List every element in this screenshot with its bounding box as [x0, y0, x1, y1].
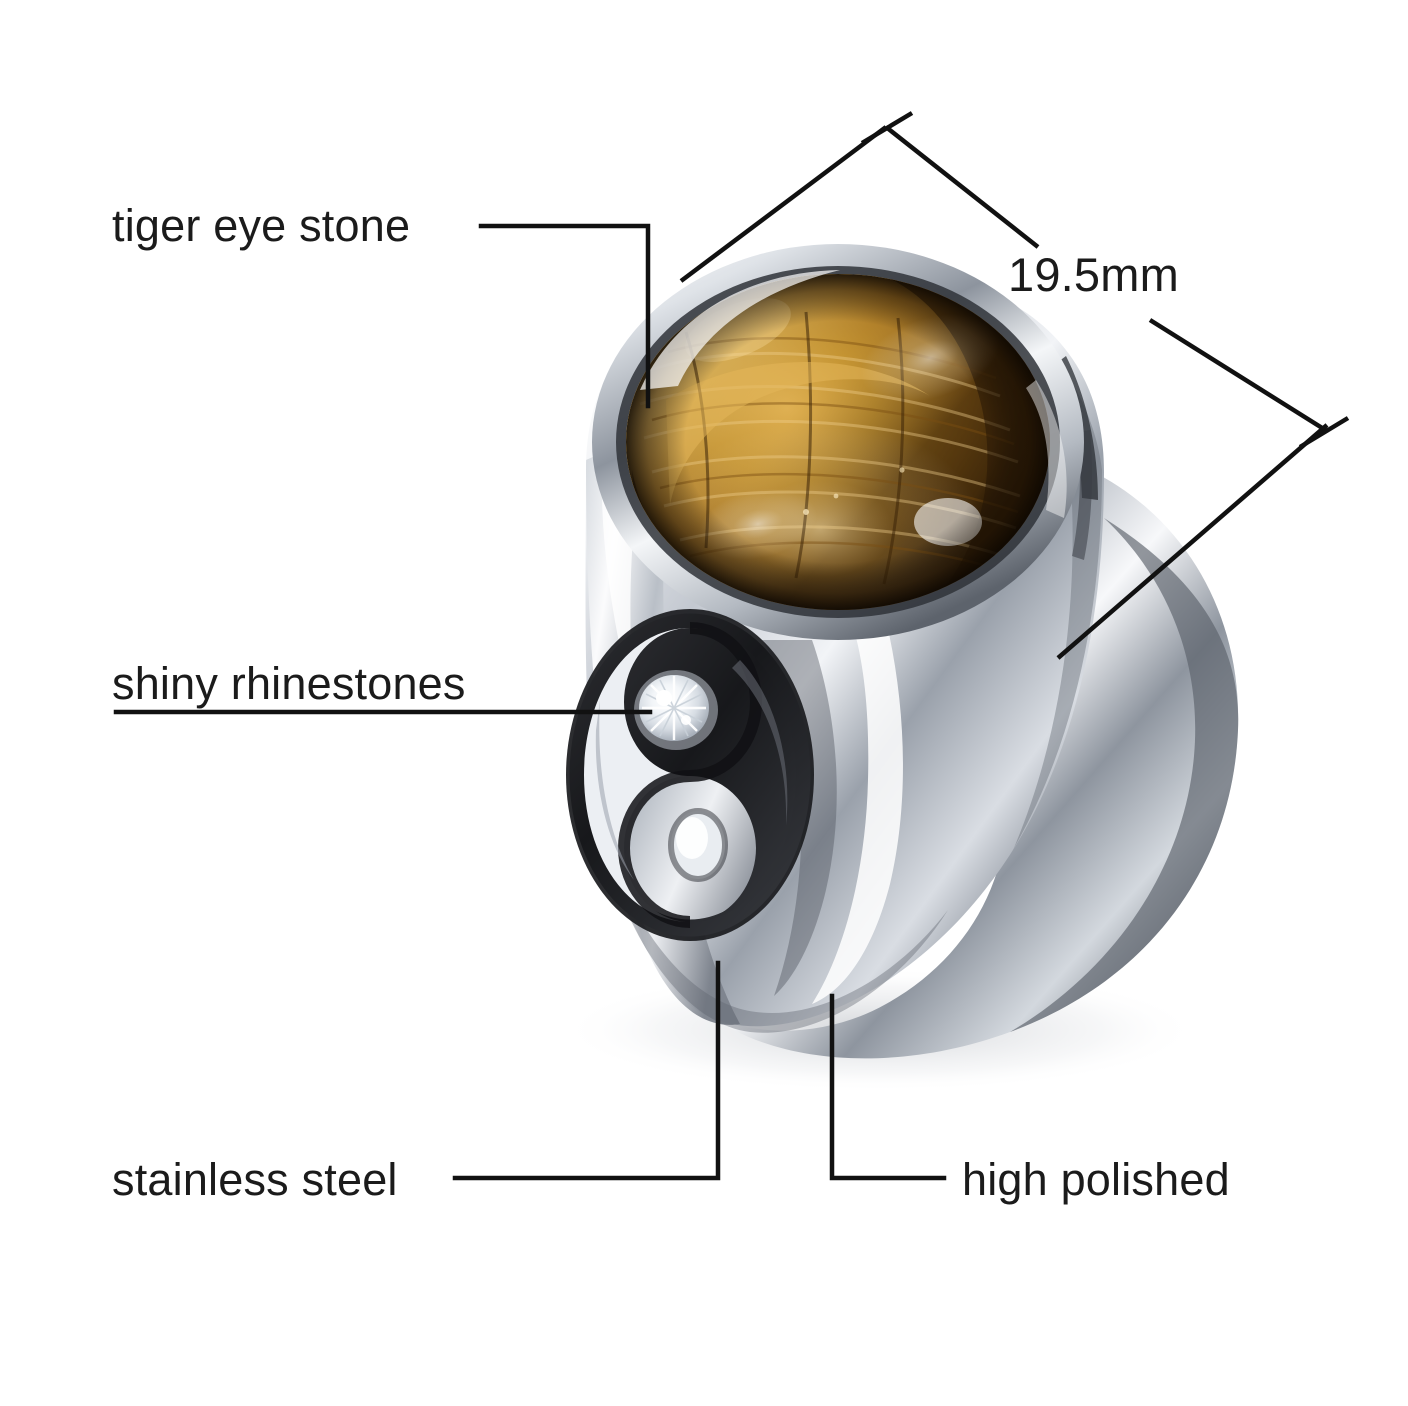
dimension-line-upper	[884, 125, 1040, 249]
dimension-line-lower	[1148, 318, 1329, 433]
leader-lines	[113, 223, 947, 1181]
callout-label-high-polished: high polished	[962, 1154, 1230, 1205]
callout-label-stainless-steel: stainless steel	[112, 1154, 398, 1205]
yin-yang-emblem	[566, 609, 814, 941]
dimension-tick-apex	[860, 111, 914, 145]
leader-polished	[829, 993, 947, 1181]
leader-tiger-eye	[478, 223, 651, 409]
leader-stainless	[452, 960, 721, 1181]
dimension-extension-upper	[679, 125, 888, 283]
dimension-tick-vertex	[1298, 416, 1350, 449]
gemstone-cabochon	[626, 270, 1067, 610]
dimension-extension-lower	[1056, 423, 1329, 660]
gemstone-setting	[592, 244, 1084, 640]
callout-label-tiger-eye-stone: tiger eye stone	[112, 200, 411, 251]
rhinestone-gem	[634, 670, 718, 750]
dimension-label: 19.5mm	[1008, 248, 1179, 301]
callout-label-shiny-rhinestones: shiny rhinestones	[112, 658, 466, 709]
dimension-callout	[679, 111, 1350, 660]
